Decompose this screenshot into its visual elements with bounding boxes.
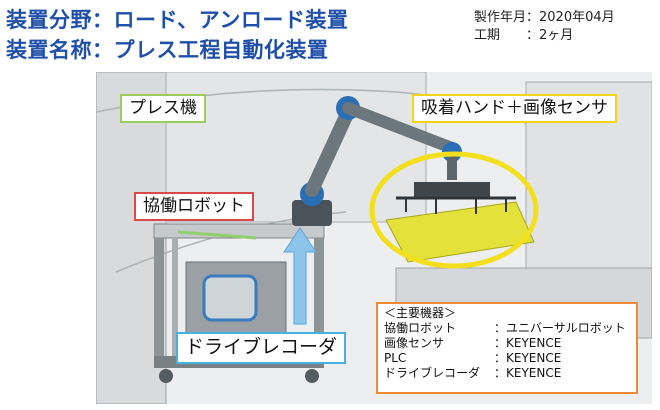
hand-frame: [414, 182, 490, 198]
title-field-line: 装置分野：ロード、アンロード装置: [6, 8, 349, 32]
spec-item-value: ：KEYENCE: [494, 336, 562, 350]
work-period: 工期 ：2ヶ月: [474, 28, 574, 43]
callout-press-machine: プレス機: [120, 94, 206, 124]
cart-leg-left: [154, 238, 164, 368]
spec-item-name: PLC: [384, 351, 407, 365]
spec-row: ドライブレコーダ ：KEYENCE: [384, 366, 630, 381]
spec-row: 画像センサ ：KEYENCE: [384, 336, 630, 351]
cart-post: [172, 238, 178, 358]
callout-cobot: 協働ロボット: [134, 192, 254, 222]
caster-left: [159, 369, 173, 383]
spec-item-name: 協働ロボット: [384, 321, 457, 335]
title-name-line: 装置名称：プレス工程自動化装置: [6, 38, 329, 62]
callout-suction-hand: 吸着ハンド＋画像センサ: [412, 94, 617, 124]
green-rod: [177, 230, 257, 240]
cabinet-window: [202, 274, 258, 322]
equipment-spec-box: ＜主要機器＞ 協働ロボット ：ユニバーサルロボット 画像センサ ：KEYENCE…: [376, 302, 638, 394]
robot-lower-arm: [305, 105, 355, 197]
spec-row: PLC ：KEYENCE: [384, 351, 630, 366]
spec-item-name: ドライブレコーダ: [384, 366, 481, 380]
robot-base: [292, 200, 332, 226]
recorder-arrow: [283, 227, 317, 325]
cart-leg-right: [314, 238, 324, 368]
hand-plate: [385, 201, 535, 263]
spec-row: 協働ロボット ：ユニバーサルロボット: [384, 321, 630, 336]
spec-item-name: 画像センサ: [384, 336, 445, 350]
spec-item-value: ：KEYENCE: [494, 366, 562, 380]
spec-item-value: ：KEYENCE: [494, 351, 562, 365]
robot-upper-arm: [342, 102, 458, 154]
callout-drive-recorder: ドライブレコーダ: [176, 332, 347, 364]
spec-item-value: ：ユニバーサルロボット: [494, 321, 626, 335]
production-date: 製作年月：2020年04月: [474, 10, 615, 25]
spec-title: ＜主要機器＞: [384, 306, 457, 320]
hand-highlight-ellipse: [369, 151, 539, 269]
caster-right: [305, 369, 319, 383]
